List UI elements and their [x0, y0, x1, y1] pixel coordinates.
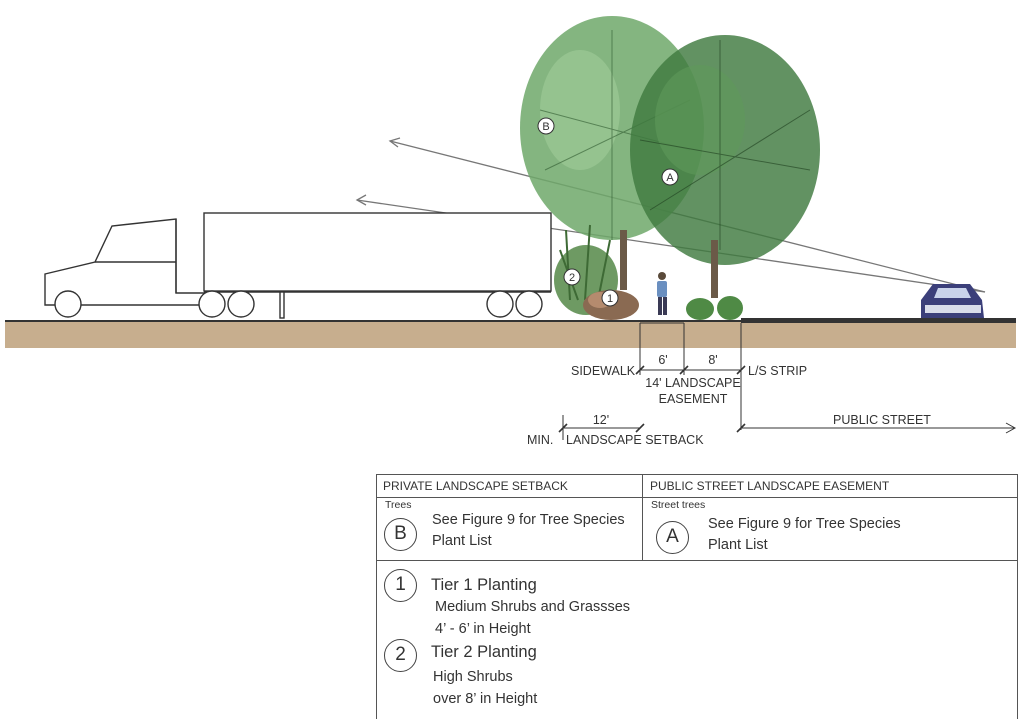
street-section-diagram: B A 2 1 SIDEWALK 6' 8' L/S STRIP 14' LAN… [5, 16, 1017, 447]
legend-column-divider [642, 475, 643, 560]
tier-1-desc-line2: 4’ - 6’ in Height [435, 621, 531, 637]
public-street-label: PUBLIC STREET [833, 413, 931, 427]
tree-trunk-a [711, 240, 718, 298]
tree-b-badge: B [384, 518, 417, 551]
dim-6-label: 6' [658, 353, 667, 367]
tree-trunk-b [620, 230, 627, 290]
tree-b-desc-line1: See Figure 9 for Tree Species [432, 512, 625, 528]
marker-tier-1: 1 [601, 289, 619, 307]
street-trees-caption: Street trees [651, 499, 706, 511]
ground-soil [5, 322, 1016, 348]
marker-tree-a: A [661, 168, 679, 186]
ls-strip-label: L/S STRIP [748, 364, 807, 378]
svg-text:1: 1 [607, 293, 613, 305]
svg-text:B: B [542, 121, 549, 133]
easement-label-line1: 14' LANDSCAPE [645, 376, 740, 390]
tree-canopy-a [630, 35, 820, 265]
setback-label: LANDSCAPE SETBACK [566, 433, 704, 447]
legend-table: PRIVATE LANDSCAPE SETBACK PUBLIC STREET … [376, 474, 1018, 719]
tier-1-desc-line1: Medium Shrubs and Grassses [435, 599, 631, 615]
pedestrian-figure [657, 272, 667, 315]
public-easement-header: PUBLIC STREET LANDSCAPE EASEMENT [650, 479, 890, 493]
tree-a-desc-line2: Plant List [708, 537, 768, 553]
tree-a-badge: A [656, 521, 689, 554]
sidewalk-label: SIDEWALK [571, 364, 636, 378]
dimension-lines [558, 323, 1017, 440]
tier-2-badge: 2 [384, 639, 417, 672]
tree-b-desc-line2: Plant List [432, 533, 492, 549]
dim-8-label: 8' [708, 353, 717, 367]
easement-label-line2: EASEMENT [659, 392, 728, 406]
dim-12-label: 12' [593, 413, 609, 427]
tier-1-title: Tier 1 Planting [431, 576, 537, 594]
marker-tier-2: 2 [563, 268, 581, 286]
svg-text:2: 2 [569, 272, 575, 284]
truck-illustration [44, 212, 552, 319]
tree-a-desc-line1: See Figure 9 for Tree Species [708, 516, 901, 532]
tier-2-desc-line2: over 8’ in Height [433, 691, 538, 707]
tier-2-title: Tier 2 Planting [431, 643, 537, 661]
trees-caption: Trees [385, 499, 412, 511]
tier-1-badge: 1 [384, 569, 417, 602]
shrubs-easement [686, 296, 743, 320]
private-setback-header: PRIVATE LANDSCAPE SETBACK [383, 479, 568, 493]
car-illustration [921, 284, 984, 318]
legend-header-row: PRIVATE LANDSCAPE SETBACK PUBLIC STREET … [377, 475, 1017, 498]
svg-text:A: A [666, 172, 674, 184]
legend-trees-row: Trees B See Figure 9 for Tree Species Pl… [377, 497, 1017, 561]
marker-tree-b: B [537, 117, 555, 135]
tier-2-desc-line1: High Shrubs [433, 669, 513, 685]
setback-min-label: MIN. [527, 433, 553, 447]
street-curb [741, 318, 1016, 323]
